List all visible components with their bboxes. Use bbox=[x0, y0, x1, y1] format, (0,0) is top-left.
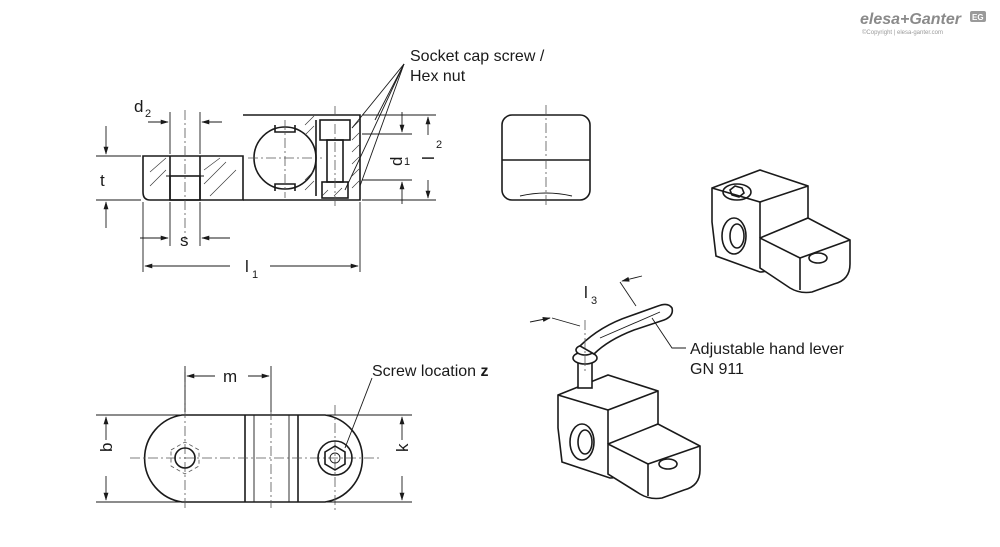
callout-screw-line2: Hex nut bbox=[410, 68, 466, 85]
top-view-dimensions: m b k Screw location z bbox=[96, 363, 489, 503]
front-view-dimensions: d 2 t s l 1 d 1 l 2 bbox=[96, 48, 545, 281]
front-view bbox=[142, 106, 361, 240]
callout-screw-location: Screw location bbox=[372, 363, 481, 380]
dim-l2: l bbox=[419, 156, 438, 160]
dim-l3: l bbox=[584, 283, 588, 302]
lever-dimensions: l 3 Adjustable hand lever GN 911 bbox=[529, 275, 845, 378]
dim-k: k bbox=[393, 443, 412, 452]
svg-text:Screw location z: Screw location z bbox=[372, 363, 489, 380]
callout-lever-line1: Adjustable hand lever bbox=[690, 341, 845, 358]
dim-l3-sub: 3 bbox=[591, 295, 597, 307]
dim-m: m bbox=[223, 367, 237, 386]
dim-l1-sub: 1 bbox=[252, 269, 258, 281]
brand-name: elesa+Ganter bbox=[860, 11, 962, 28]
dim-s: s bbox=[180, 231, 189, 250]
dim-t: t bbox=[100, 171, 105, 190]
top-view bbox=[130, 372, 382, 510]
iso-view-lever bbox=[557, 303, 701, 500]
dim-l1: l bbox=[245, 257, 249, 276]
dim-l2-sub: 2 bbox=[436, 139, 442, 151]
dim-d2-sub: 2 bbox=[145, 108, 151, 120]
dim-d2: d bbox=[134, 97, 143, 116]
brand-logo: elesa+Ganter EG ©Copyright | elesa-gante… bbox=[860, 11, 986, 36]
callout-screw-location-z: z bbox=[481, 363, 489, 380]
dim-d1-sub: 1 bbox=[404, 156, 410, 168]
callout-screw-line1: Socket cap screw / bbox=[410, 48, 545, 65]
brand-badge-icon bbox=[970, 11, 986, 22]
side-view bbox=[501, 105, 591, 205]
dim-b: b bbox=[97, 443, 116, 452]
iso-view-clamp bbox=[711, 169, 851, 294]
callout-lever-line2: GN 911 bbox=[690, 361, 744, 378]
brand-copyright: ©Copyright | elesa-ganter.com bbox=[862, 29, 943, 36]
brand-badge: EG bbox=[972, 13, 984, 22]
dim-d1: d bbox=[387, 157, 406, 166]
